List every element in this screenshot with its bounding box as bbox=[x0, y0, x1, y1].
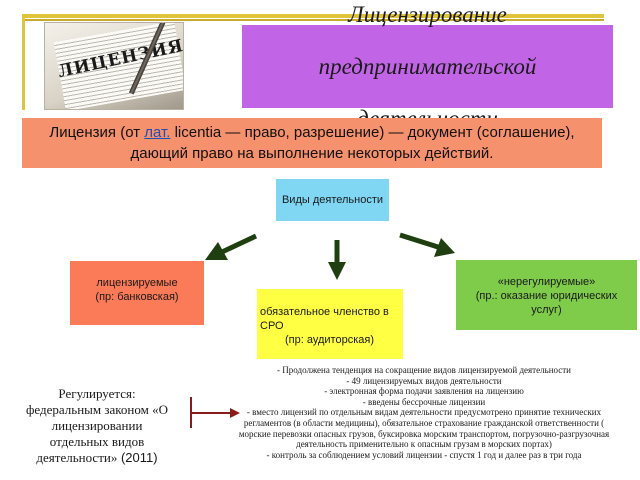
note-line: - электронная форма подачи заявления на … bbox=[324, 386, 524, 397]
note-line: регламентов (в области медицины), обязат… bbox=[243, 417, 605, 428]
frame-left-rule bbox=[22, 14, 25, 110]
page-title: Лицензирование предпринимательской деяте… bbox=[319, 0, 537, 158]
latin-link[interactable]: лат. bbox=[144, 124, 171, 141]
licensed-label: лицензируемые bbox=[96, 277, 178, 289]
frame-top-rule bbox=[22, 14, 604, 18]
sro-label-line-2: СРО bbox=[260, 320, 284, 332]
note-line: - контроль за соблюдением условий лиценз… bbox=[266, 449, 582, 460]
regulation-block: Регулируется: федеральным законом «О лиц… bbox=[10, 386, 184, 466]
unregulated-node: «нерегулируемые» (пр.: оказание юридичес… bbox=[456, 260, 637, 330]
law-name-end: деятельности» bbox=[36, 450, 118, 465]
arrow-to-right bbox=[399, 232, 455, 257]
reform-notes: - Продолжена тенденция на сокращение вид… bbox=[208, 365, 640, 460]
regulation-line-1: Регулируется: bbox=[58, 386, 136, 401]
unregulated-label: «нерегулируемые» bbox=[497, 276, 596, 288]
regulation-line-5: деятельности» (2011) bbox=[10, 450, 184, 466]
title-line-2: предпринимательской bbox=[318, 53, 537, 79]
title-banner: Лицензирование предпринимательской деяте… bbox=[242, 2, 613, 131]
definition-line-1: Лицензия (от лат. licentia — право, разр… bbox=[22, 122, 602, 143]
definition-box: Лицензия (от лат. licentia — право, разр… bbox=[22, 118, 602, 168]
title-line-1: Лицензирование bbox=[348, 1, 507, 27]
note-line: морские перевозки опасных грузов, буксир… bbox=[238, 428, 610, 439]
frame-top-rule-inner bbox=[22, 19, 604, 21]
note-line: - введены бессрочные лицензии bbox=[362, 396, 486, 407]
activity-types-node: Виды деятельности bbox=[276, 179, 389, 221]
definition-text-start: Лицензия (от bbox=[49, 124, 145, 141]
note-line: - 49 лицензируемых видов деятельности bbox=[346, 375, 502, 386]
activity-types-label: Виды деятельности bbox=[281, 194, 384, 206]
regulation-line-4: отдельных видов bbox=[49, 434, 145, 449]
sro-label-line-1: обязательное членство в bbox=[260, 306, 389, 318]
definition-text-end: licentia — право, разрешение) — документ… bbox=[170, 124, 575, 141]
arrow-to-middle bbox=[328, 240, 346, 280]
law-year: (2011) bbox=[117, 450, 158, 465]
note-line: деятельность применительно к опасным гру… bbox=[296, 439, 552, 450]
arrow-to-left bbox=[205, 233, 258, 260]
note-line: - вместо лицензий по отдельным видам дея… bbox=[246, 407, 602, 418]
license-document-photo: ЛИЦЕНЗИЯ bbox=[44, 22, 184, 110]
licensed-node: лицензируемые (пр: банковская) bbox=[70, 261, 204, 325]
regulation-line-2: федеральным законом «О bbox=[25, 402, 168, 417]
definition-line-2: дающий право на выполнение некоторых дей… bbox=[130, 145, 494, 162]
unregulated-example-line-1: (пр.: оказание юридических bbox=[475, 290, 618, 302]
note-line: - Продолжена тенденция на сокращение вид… bbox=[277, 365, 571, 375]
regulation-line-3: лицензировании bbox=[51, 418, 143, 433]
sro-example: (пр: аудиторская) bbox=[285, 334, 374, 346]
regulation-bracket-arrow bbox=[190, 397, 240, 428]
sro-membership-node: обязательное членство в СРО (пр: аудитор… bbox=[257, 289, 403, 359]
licensed-example: (пр: банковская) bbox=[95, 291, 179, 303]
unregulated-example-line-2: услуг) bbox=[531, 304, 562, 316]
